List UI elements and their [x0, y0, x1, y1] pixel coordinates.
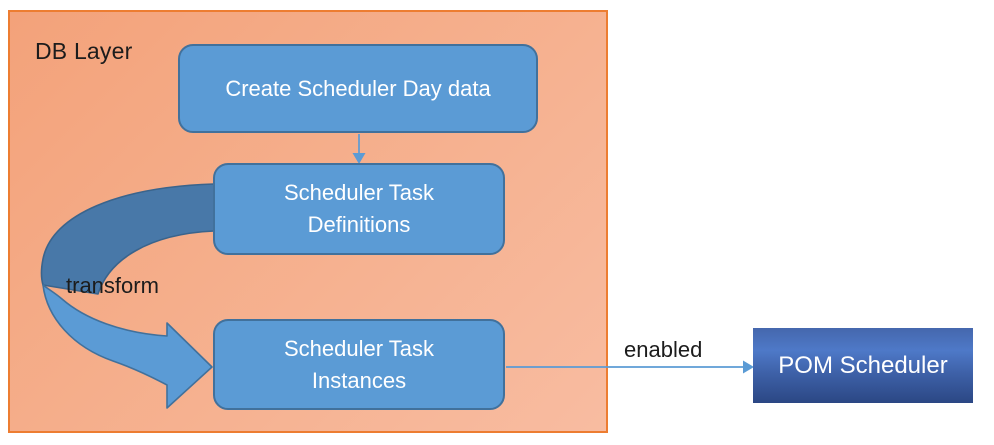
- db-layer-label: DB Layer: [35, 38, 133, 64]
- node-label: Scheduler Task Instances: [283, 335, 434, 393]
- edge-label-transform: transform: [66, 273, 159, 298]
- node-create-scheduler-day-data[interactable]: Create Scheduler Day data: [178, 44, 538, 133]
- node-label: Create Scheduler Day data: [225, 75, 491, 101]
- node-scheduler-task-definitions[interactable]: Scheduler Task Definitions: [213, 163, 505, 255]
- edge-label-enabled: enabled: [624, 337, 703, 362]
- node-pom-scheduler[interactable]: POM Scheduler: [753, 328, 973, 403]
- node-scheduler-task-instances[interactable]: Scheduler Task Instances: [213, 319, 505, 410]
- node-label: Scheduler Task Definitions: [283, 180, 434, 237]
- node-label: POM Scheduler: [778, 351, 948, 379]
